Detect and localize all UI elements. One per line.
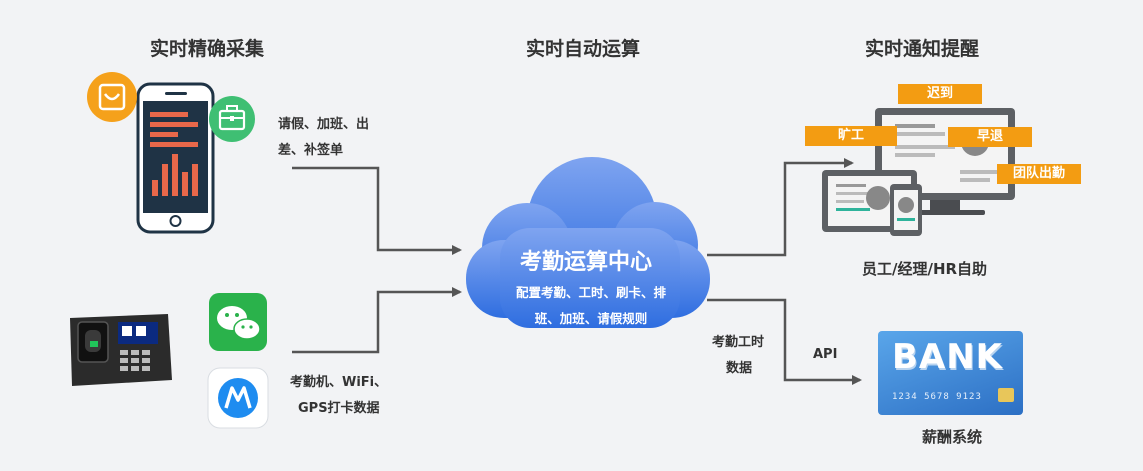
cloud-subtitle: 配置考勤、工时、刷卡、排 班、加班、请假规则: [476, 280, 706, 332]
requests-arrow: [292, 166, 462, 255]
notify-arrow: [707, 158, 854, 257]
hours-data-label-line1: 考勤工时: [712, 335, 765, 350]
self-service-label: 员工/经理/HR自助: [862, 260, 988, 278]
collect-title: 实时精确采集: [150, 38, 265, 60]
payroll-arrow: [707, 298, 862, 385]
tag-absent: 旷工: [805, 126, 897, 146]
hours-data-label-line2: 数据: [726, 361, 753, 376]
devices-label-line1: 考勤机、WiFi、: [290, 375, 388, 390]
tag-early: 早退: [948, 127, 1032, 147]
tag-team: 团队出勤: [997, 164, 1081, 184]
bank-card-text: BANK: [892, 337, 1004, 377]
hours-data-label: 考勤工时 数据: [712, 330, 764, 382]
compute-title: 实时自动运算: [526, 38, 641, 60]
devices-label: 考勤机、WiFi、 GPS打卡数据: [290, 370, 387, 422]
cloud-subtitle-line2: 班、加班、请假规则: [534, 311, 648, 326]
cloud-subtitle-line1: 配置考勤、工时、刷卡、排: [515, 285, 666, 300]
notify-title: 实时通知提醒: [865, 38, 980, 60]
card-chip-icon: [998, 388, 1014, 402]
devices-label-line2: GPS打卡数据: [298, 401, 380, 416]
bank-card-icon: BANK 1234 5678 9123: [878, 331, 1023, 415]
cloud-title: 考勤运算中心: [519, 250, 652, 275]
devices-arrow: [292, 287, 462, 354]
bank-card-number: 1234 5678 9123: [892, 392, 982, 402]
tag-late: 迟到: [898, 84, 982, 104]
payroll-label: 薪酬系统: [922, 428, 983, 446]
requests-label-line2: 差、补签单: [278, 143, 344, 158]
requests-label-line1: 请假、加班、出: [278, 117, 370, 132]
requests-label: 请假、加班、出 差、补签单: [278, 112, 369, 164]
api-label: API: [813, 347, 838, 362]
